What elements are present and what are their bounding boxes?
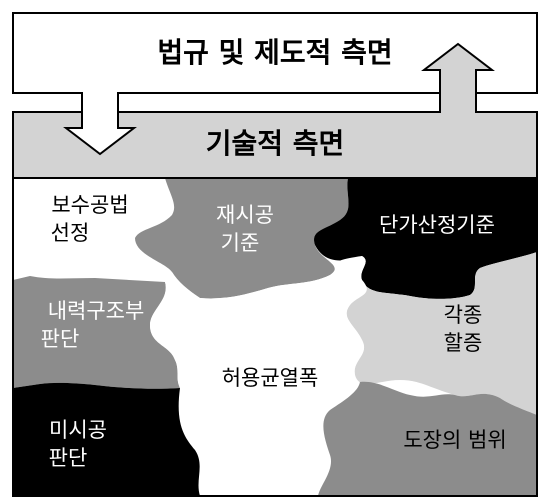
piece-painting-scope [318,381,537,496]
piece-repair-method [13,178,175,282]
repair-method-label-line2: 선정 [51,221,90,245]
top-banner-text: 법규 및 제도적 측면 [157,36,392,69]
down-arrow-icon [63,92,137,156]
unit-price-criteria-label: 단가산정기준 [379,213,495,237]
second-banner-text: 기술적 측면 [206,127,345,160]
incomplete-construction-label-line1: 미시공 [49,418,107,442]
puzzle-area [12,177,538,497]
various-tests-label-line2: 할증 [444,331,483,355]
various-tests-label-line1: 각종 [444,303,483,327]
structural-capacity-label-line1: 내력구조부 [48,299,145,323]
reconstruction-criteria-label-line2: 기준 [221,231,260,255]
piece-unit-price-criteria [314,178,537,299]
structural-capacity-label-line2: 판단 [41,327,80,351]
piece-various-tests [346,252,537,415]
up-arrow-icon [421,42,495,113]
reconstruction-criteria-label-line1: 재시공 [216,203,274,227]
piece-structural-capacity [13,276,180,389]
piece-incomplete-construction [13,382,200,496]
piece-allowable-crack-width [150,256,367,496]
incomplete-construction-label-line2: 판단 [49,446,88,470]
allowable-crack-width-label: 허용균열폭 [222,366,319,390]
painting-scope-label: 도장의 범위 [403,428,506,452]
repair-method-label-line1: 보수공법 [51,193,128,217]
piece-reconstruction-criteria [135,178,349,299]
